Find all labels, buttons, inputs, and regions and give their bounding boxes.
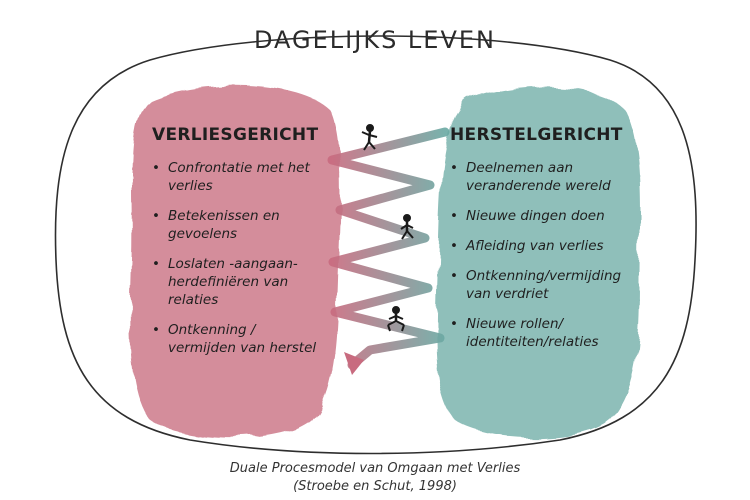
- list-item: Nieuwe rollen/ identiteiten/relaties: [450, 315, 635, 351]
- life-outline: [54, 35, 697, 455]
- person-figure-icon: [387, 306, 405, 332]
- loss-orientation-heading: VERLIESGERICHT: [152, 125, 319, 145]
- person-figure-icon: [361, 124, 378, 151]
- caption-citation: (Stroebe en Schut, 1998): [293, 479, 457, 494]
- list-item: Loslaten -aangaan-herdefiniëren van rela…: [152, 255, 327, 309]
- restoration-orientation-column: HERSTELGERICHT Deelnemen aan veranderend…: [450, 125, 635, 363]
- list-item: Nieuwe dingen doen: [450, 207, 635, 225]
- list-item: Ontkenning/vermijding van verdriet: [450, 267, 635, 303]
- arrow-head-icon: [344, 352, 364, 375]
- diagram-title: DAGELIJKS LEVEN: [253, 26, 496, 54]
- oscillation-zigzag: [327, 127, 450, 370]
- person-figure-icon: [400, 214, 414, 240]
- list-item: Betekenissen en gevoelens: [152, 207, 327, 243]
- list-item: Confrontatie met het verlies: [152, 159, 327, 195]
- loss-orientation-column: VERLIESGERICHT Confrontatie met het verl…: [152, 125, 327, 369]
- loss-orientation-list: Confrontatie met het verlies Betekenisse…: [152, 159, 327, 357]
- list-item: Ontkenning / vermijden van herstel: [152, 321, 327, 357]
- restoration-orientation-list: Deelnemen aan veranderende wereld Nieuwe…: [450, 159, 635, 351]
- list-item: Afleiding van verlies: [450, 237, 635, 255]
- list-item: Deelnemen aan veranderende wereld: [450, 159, 635, 195]
- caption-title: Duale Procesmodel van Omgaan met Verlies: [229, 461, 521, 476]
- restoration-orientation-heading: HERSTELGERICHT: [450, 125, 623, 145]
